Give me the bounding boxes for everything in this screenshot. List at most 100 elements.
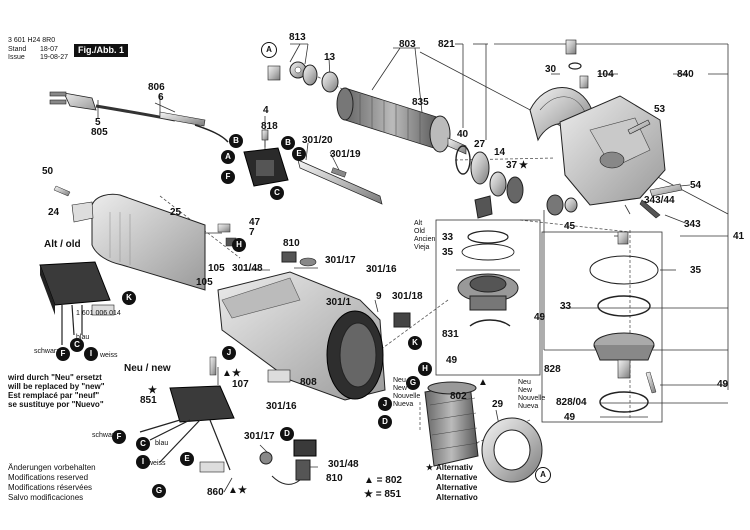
label-808: [267, 369, 291, 383]
part-301-17-a: 301/17: [325, 255, 356, 266]
badge-H: H: [418, 362, 432, 376]
screw-53: [627, 119, 651, 135]
stator: [424, 381, 479, 467]
pinion: [546, 194, 564, 216]
flange-alt: [457, 273, 519, 311]
badge-E: E: [292, 147, 306, 161]
weiss-label-b: weiss: [148, 460, 166, 467]
bearing-27: [470, 151, 490, 185]
bearing-45: [564, 197, 578, 213]
part-53: 53: [654, 104, 666, 115]
part-301-1: 301/1: [326, 297, 352, 308]
badge-F: F: [56, 347, 70, 361]
spring-301-17: [299, 257, 317, 267]
screw-47: [217, 223, 231, 233]
legend-star: ★ = 851: [364, 489, 402, 500]
screw-49c: [645, 371, 657, 394]
part-35-b: 35: [690, 265, 702, 276]
knob: [565, 39, 577, 55]
badge-J: J: [378, 397, 392, 411]
legend-tri: ▲ = 802: [364, 475, 402, 486]
motor-cover: [91, 193, 206, 291]
alternativ-note: Alternativ Alternative Alternative Alter…: [426, 463, 478, 503]
part-33-a: 33: [442, 232, 454, 243]
part-810-b: 810: [326, 473, 343, 484]
part-840: 840: [677, 69, 694, 80]
part-9: [393, 312, 411, 328]
part-35-a: 35: [442, 247, 454, 258]
changes-note: Änderungen vorbehalten Modifications res…: [8, 463, 96, 502]
part-47: 47: [249, 217, 261, 228]
pin: [579, 75, 589, 89]
alt-old-label: Alt / old: [44, 239, 81, 250]
badge-B: B: [229, 134, 243, 148]
tri-alt: ▲: [478, 377, 488, 388]
part-343: 343: [684, 219, 701, 230]
part-808: 808: [300, 377, 317, 388]
alt-switch-module: [39, 261, 111, 345]
part-803: 803: [399, 39, 416, 50]
alt-panel: [435, 219, 541, 376]
badge-F: F: [221, 170, 235, 184]
badge-B: B: [281, 136, 295, 150]
blau-label-a: blau: [76, 334, 90, 341]
cap-810: [281, 251, 297, 263]
part-818: 818: [261, 121, 278, 132]
star-860: ★: [238, 485, 247, 496]
part-1601: 1 601 006 014: [76, 310, 121, 317]
part-805: 805: [91, 127, 108, 138]
screw-107: [209, 356, 217, 376]
label-860: [199, 461, 225, 473]
badge-C: C: [70, 338, 84, 352]
label-24: [71, 201, 94, 223]
badge-I: I: [136, 455, 150, 469]
tri-860: ▲: [228, 485, 238, 496]
armature: [336, 87, 467, 155]
part-301-20: 301/20: [302, 135, 333, 146]
figure-label: Fig./Abb. 1: [74, 44, 128, 57]
stand-label: Stand: [8, 46, 27, 53]
screw-50: [53, 185, 71, 197]
part-806: 806: [148, 82, 165, 93]
leader-lines: [97, 43, 729, 493]
part-54: 54: [690, 180, 702, 191]
badge-K: K: [122, 291, 136, 305]
badge-G: G: [406, 376, 420, 390]
part-33-b: 33: [560, 301, 572, 312]
bevel-gear-828: [593, 332, 655, 379]
part-29: 29: [492, 399, 504, 410]
part-6: 6: [158, 92, 164, 103]
part-49-c: 49: [564, 412, 576, 423]
part-301-16-a: 301/16: [366, 264, 397, 275]
spring: [331, 167, 347, 178]
doc-number: 3 601 H24 8R0: [8, 37, 56, 44]
part-343-44: 343/44: [644, 195, 675, 206]
badge-C: C: [136, 437, 150, 451]
part-831: 831: [442, 329, 459, 340]
schwarz-label-a: schwarz: [34, 348, 60, 355]
part-9: 9: [376, 291, 382, 302]
part-301-48-b: 301/48: [328, 459, 359, 470]
part-105-a: 105: [208, 263, 225, 274]
neu-block-label-a: Neu New Nouvelle Nueva: [393, 377, 421, 408]
part-851: 851: [140, 395, 157, 406]
label-K: [91, 304, 115, 316]
part-828: 828: [544, 364, 561, 375]
part-301-48-a: 301/48: [232, 263, 263, 274]
part-802: 802: [450, 391, 467, 402]
badge-C: C: [270, 186, 284, 200]
o-ring: [568, 62, 582, 70]
part-14: 14: [494, 147, 506, 158]
ring-alt-33: [467, 230, 509, 244]
weiss-label-a: weiss: [100, 352, 118, 359]
part-30: 30: [545, 64, 557, 75]
part-813: 813: [289, 32, 306, 43]
part-24: 24: [48, 207, 60, 218]
neu-new-label: Neu / new: [124, 363, 171, 374]
part-45: 45: [564, 221, 576, 232]
clip-831: [469, 319, 511, 327]
brush-holder: [474, 195, 493, 219]
part-49-a: 49: [534, 312, 546, 323]
ring-828-04: [599, 391, 649, 413]
